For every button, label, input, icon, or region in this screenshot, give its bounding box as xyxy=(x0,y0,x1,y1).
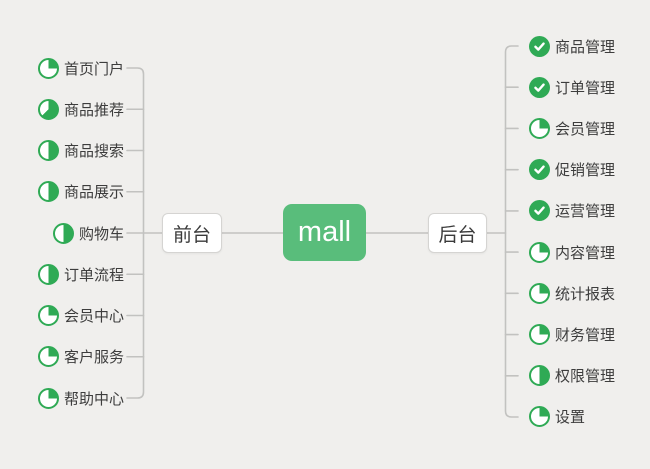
item-label: 帮助中心 xyxy=(63,390,124,408)
progress-pie-icon xyxy=(529,365,550,387)
branch-topic-label: 后台 xyxy=(438,224,477,246)
mindmap-item[interactable]: 内容管理 xyxy=(529,241,615,263)
progress-pie-icon xyxy=(37,57,59,79)
item-label: 权限管理 xyxy=(555,368,616,386)
branch-topic-frontend[interactable]: 前台 xyxy=(162,213,222,253)
progress-pie-icon xyxy=(52,222,74,244)
mindmap-item[interactable]: 订单流程 xyxy=(37,263,124,285)
progress-pie-icon xyxy=(37,140,59,161)
item-label: 财务管理 xyxy=(555,327,616,345)
item-label: 订单管理 xyxy=(555,79,616,97)
check-circle-icon xyxy=(529,76,550,98)
mindmap-item[interactable]: 帮助中心 xyxy=(37,387,124,409)
item-label: 商品搜索 xyxy=(63,143,124,160)
mindmap-item[interactable]: 设置 xyxy=(529,406,585,428)
progress-pie-icon xyxy=(37,263,59,285)
progress-pie-icon xyxy=(529,117,550,139)
progress-pie-icon xyxy=(37,98,59,120)
item-label: 购物车 xyxy=(78,225,124,243)
item-label: 商品推荐 xyxy=(63,101,124,119)
item-label: 商品管理 xyxy=(555,38,616,56)
mindmap-item[interactable]: 订单管理 xyxy=(529,76,615,98)
mindmap-item[interactable]: 客户服务 xyxy=(37,346,124,368)
branch-topic-label: 前台 xyxy=(172,224,211,246)
mindmap-item[interactable]: 运营管理 xyxy=(529,200,615,222)
mindmap-item[interactable]: 商品管理 xyxy=(529,35,615,57)
mindmap-item[interactable]: 商品搜索 xyxy=(37,140,124,162)
progress-pie-icon xyxy=(37,387,59,409)
item-label: 客户服务 xyxy=(63,349,124,367)
item-label: 运营管理 xyxy=(555,203,616,221)
progress-pie-icon xyxy=(529,324,550,346)
progress-pie-icon xyxy=(37,346,59,368)
mindmap-item[interactable]: 商品推荐 xyxy=(37,98,124,120)
root-topic-label: mall xyxy=(297,216,352,248)
item-label: 首页门户 xyxy=(63,60,124,78)
check-circle-icon xyxy=(529,35,550,57)
check-circle-icon xyxy=(529,159,550,181)
item-label: 设置 xyxy=(555,409,586,427)
mindmap-item[interactable]: 首页门户 xyxy=(37,57,124,79)
branch-topic-backend[interactable]: 后台 xyxy=(428,213,487,253)
root-topic-mall[interactable]: mall xyxy=(283,204,366,261)
item-label: 内容管理 xyxy=(555,244,616,262)
mindmap-item[interactable]: 统计报表 xyxy=(529,282,615,304)
connector-line xyxy=(504,45,519,418)
item-label: 促销管理 xyxy=(555,162,616,180)
mindmap-item[interactable]: 促销管理 xyxy=(529,159,615,181)
progress-pie-icon xyxy=(529,282,550,304)
mindmap-item[interactable]: 商品展示 xyxy=(37,181,124,203)
mindmap-item[interactable]: 权限管理 xyxy=(529,365,615,387)
progress-pie-icon xyxy=(37,305,59,326)
item-label: 会员管理 xyxy=(555,120,616,138)
mindmap-item[interactable]: 财务管理 xyxy=(529,324,615,346)
item-label: 统计报表 xyxy=(555,285,616,303)
progress-pie-icon xyxy=(37,181,59,203)
mindmap-item[interactable]: 会员管理 xyxy=(529,117,615,139)
item-label: 会员中心 xyxy=(63,308,124,325)
item-label: 订单流程 xyxy=(63,266,124,284)
progress-pie-icon xyxy=(529,406,550,428)
progress-pie-icon xyxy=(529,241,550,263)
item-label: 商品展示 xyxy=(63,184,124,202)
check-circle-icon xyxy=(529,200,550,222)
mindmap-item[interactable]: 会员中心 xyxy=(37,305,124,327)
mindmap-item[interactable]: 购物车 xyxy=(52,222,124,244)
